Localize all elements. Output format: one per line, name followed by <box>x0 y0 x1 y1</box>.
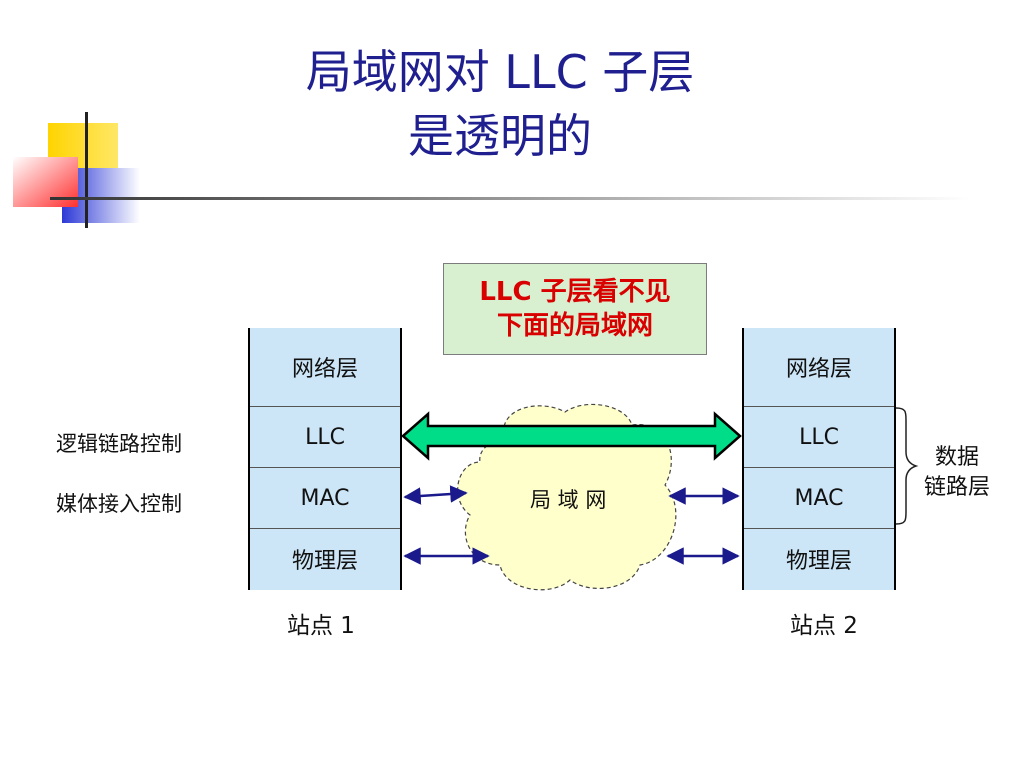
data-link-layer-label: 数据 链路层 <box>912 443 1002 503</box>
callout-box: LLC 子层看不见 下面的局域网 <box>443 263 707 355</box>
title-line-2: 是透明的 <box>408 109 592 163</box>
llc-double-arrow <box>401 411 742 461</box>
vertical-line <box>85 112 88 228</box>
station-2-physical-layer: 物理层 <box>744 528 894 589</box>
station-1-network-layer: 网络层 <box>291 357 358 382</box>
slide-title: 局域网对 LLC 子层 是透明的 <box>150 40 850 168</box>
station-2-llc-layer: LLC <box>744 406 894 467</box>
station-2-label: 站点 2 <box>790 613 858 639</box>
station-1-label: 站点 1 <box>287 613 355 639</box>
station-1-stack: 网络层 LLC MAC 物理层 <box>248 328 402 590</box>
station-2-network-layer: 网络层 <box>785 357 852 382</box>
lan-cloud-label: 局 域 网 <box>530 488 607 512</box>
callout-line-2: 下面的局域网 <box>496 311 653 341</box>
corner-decoration <box>13 112 970 228</box>
data-link-brace <box>895 407 919 525</box>
station-2-stack: 网络层 LLC MAC 物理层 <box>742 328 896 590</box>
station-1-llc-layer: LLC <box>250 406 400 467</box>
station-2-mac-layer: MAC <box>744 467 894 528</box>
station-1-physical-layer: 物理层 <box>250 528 400 589</box>
title-line-1: 局域网对 LLC 子层 <box>305 45 695 99</box>
mac-description: 媒体接入控制 <box>56 492 182 516</box>
data-link-label-line-2: 链路层 <box>923 475 990 500</box>
callout-line-1: LLC 子层看不见 <box>479 277 671 307</box>
mac-left-arrow <box>403 485 468 505</box>
llc-description: 逻辑链路控制 <box>56 432 182 456</box>
horizontal-line <box>50 197 970 200</box>
station-1-mac-layer: MAC <box>250 467 400 528</box>
data-link-label-line-1: 数据 <box>934 445 979 470</box>
